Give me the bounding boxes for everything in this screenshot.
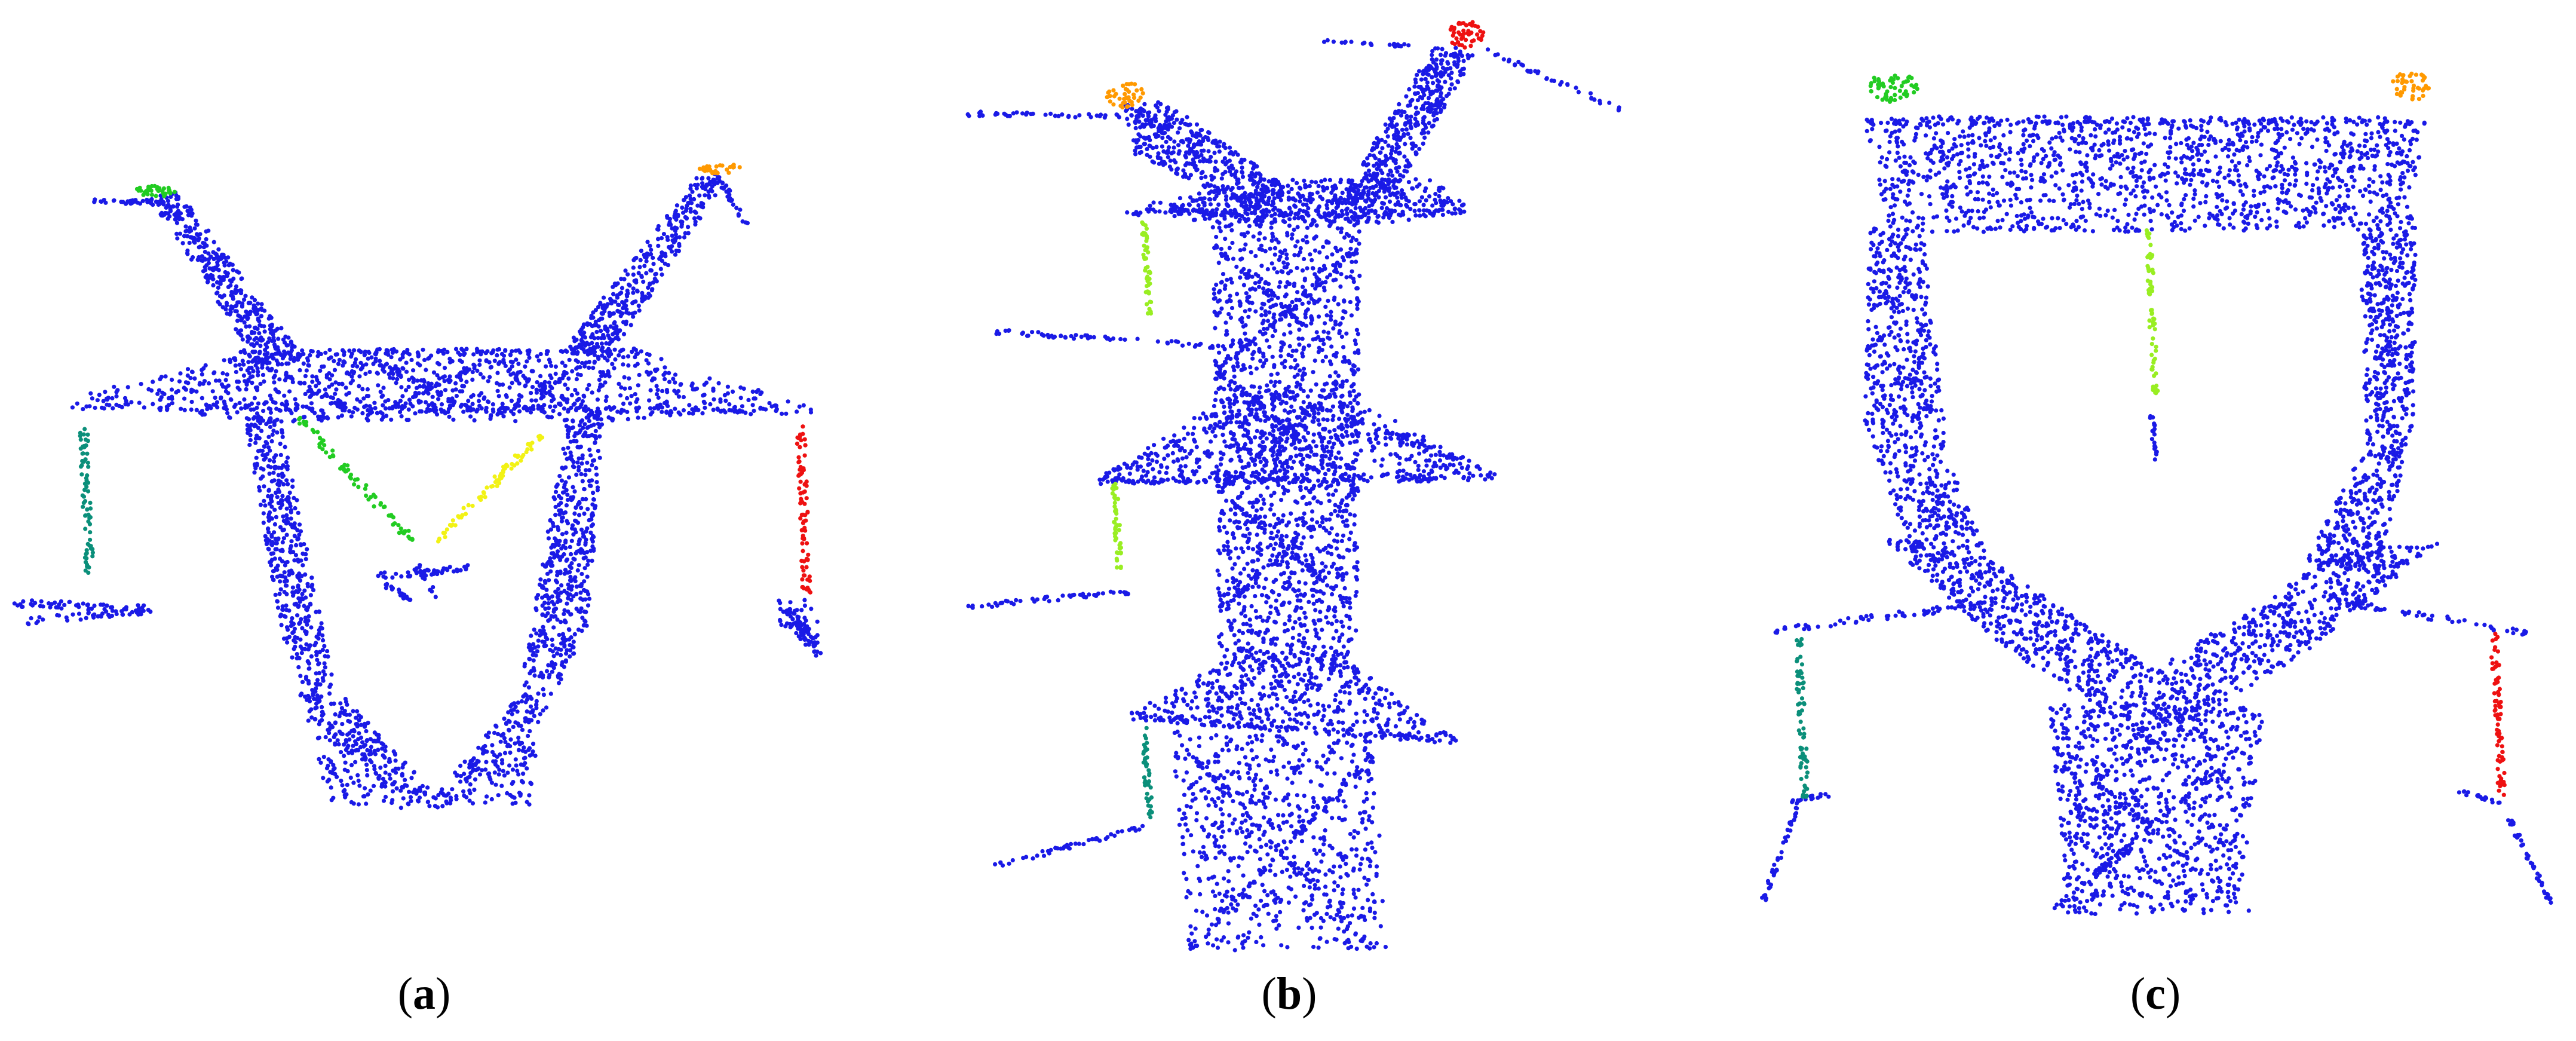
panel-b-conductor-middle: [1110, 482, 1123, 571]
panel-c-conductor-right: [2489, 632, 2507, 797]
panel-b-tower-points: [965, 38, 1621, 953]
panel-a-conductor-right: [795, 424, 812, 595]
caption-c: (c): [2130, 969, 2181, 1019]
panel-b-ground-wire-left: [1105, 81, 1145, 110]
panel-c-point-cloud: [1760, 71, 2553, 916]
caption-a: (a): [397, 969, 451, 1019]
panel-c-conductor-left: [1795, 636, 1810, 800]
panel-b-point-cloud: [965, 20, 1621, 953]
panel-a-conductor-center-left: [297, 415, 415, 542]
panel-a-conductor-left: [78, 427, 95, 575]
panel-a-ground-wire-right: [697, 163, 742, 176]
panel-a-point-cloud: [12, 163, 823, 810]
panel-b-conductor-top: [1140, 220, 1154, 316]
panel-c-ground-wire-right: [2391, 71, 2431, 102]
panel-c-conductor-center: [2144, 228, 2160, 396]
panel-a-tower-points: [12, 172, 823, 810]
panel-c-tower-points: [1760, 114, 2553, 916]
caption-b: (b): [1261, 969, 1317, 1019]
panel-a-conductor-center-right: [436, 433, 545, 544]
panel-b-ground-wire-right: [1448, 20, 1486, 50]
panel-a-ground-wire-left: [134, 183, 177, 198]
panel-c-ground-wire-left: [1868, 74, 1919, 104]
panel-b-conductor-bottom: [1141, 725, 1154, 820]
